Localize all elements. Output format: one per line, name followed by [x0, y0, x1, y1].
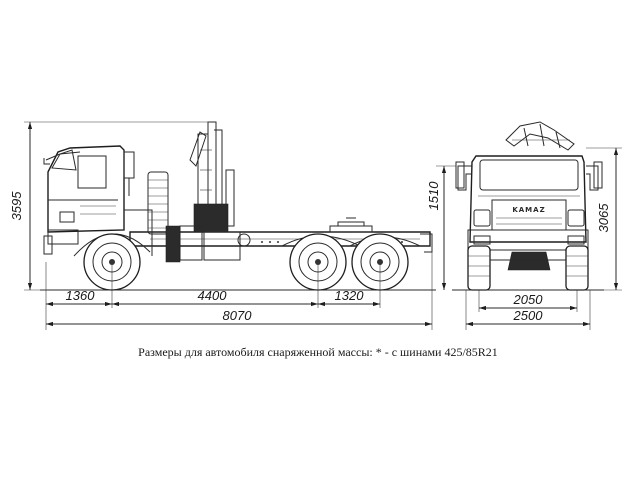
crane-side [165, 121, 251, 263]
front-dimensions: 1510 3065 2050 2500 [426, 147, 622, 330]
dim-front-overhang: 1360 [66, 288, 96, 303]
dim-track: 2050 [513, 292, 544, 307]
drawing-caption: Размеры для автомобиля снаряженной массы… [138, 345, 498, 359]
side-view [40, 121, 436, 291]
dim-overall-height: 3595 [9, 191, 24, 221]
dim-bogie-base: 1320 [335, 288, 365, 303]
cab [43, 145, 153, 257]
dim-crane-height: 1510 [426, 181, 441, 211]
front-view-left-wheel [467, 245, 491, 291]
front-windshield [479, 159, 579, 191]
dim-overall-length: 8070 [223, 308, 253, 323]
dim-front-height: 3065 [596, 203, 611, 233]
front-view-right-wheel [565, 245, 589, 291]
crane-front [505, 121, 575, 151]
spare-wheel [147, 171, 169, 235]
dim-overall-width: 2500 [513, 308, 544, 323]
dim-wheelbase: 4400 [198, 288, 228, 303]
side-dimensions: 3595 1360 4400 1320 8070 [9, 121, 433, 330]
front-cab [469, 155, 587, 243]
grille-brand: KAMAZ [512, 206, 545, 214]
front-view: KAMAZ [452, 121, 604, 291]
